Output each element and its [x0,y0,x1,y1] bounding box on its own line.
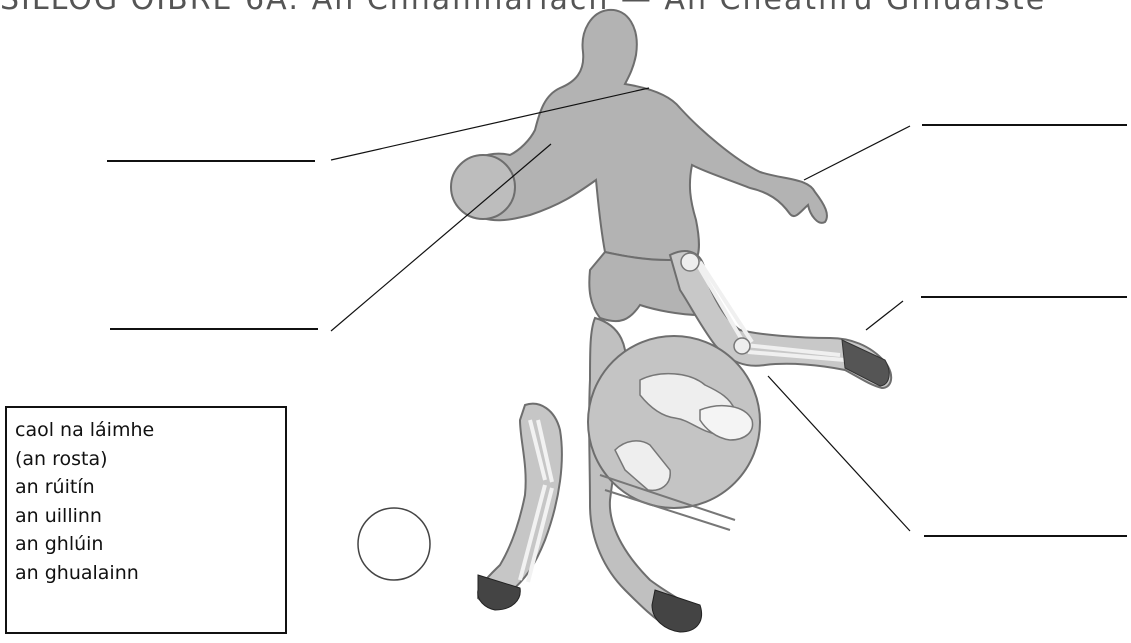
word-bank-item: caol na láimhe [15,416,277,445]
leader-line-knee [768,376,910,531]
word-bank-item: (an rosta) [15,445,277,474]
held-ball [451,155,515,219]
leader-line-ankle [866,301,903,330]
word-bank-item: an uillinn [15,502,277,531]
answer-line-left-bottom[interactable] [110,328,318,330]
word-bank-item: an ghualainn [15,559,277,588]
answer-line-left-top[interactable] [107,160,315,162]
word-bank-box: caol na láimhe (an rosta) an rúitín an u… [5,406,287,634]
answer-line-right-middle[interactable] [921,296,1127,298]
answer-line-right-bottom[interactable] [924,535,1127,537]
answer-line-right-top[interactable] [922,124,1127,126]
word-bank-item: an rúitín [15,473,277,502]
leader-line-wrist [804,126,910,180]
word-bank-item: an ghlúin [15,530,277,559]
player-torso [452,10,827,261]
leader-line-elbow [331,144,551,331]
ground-ball [358,508,430,580]
